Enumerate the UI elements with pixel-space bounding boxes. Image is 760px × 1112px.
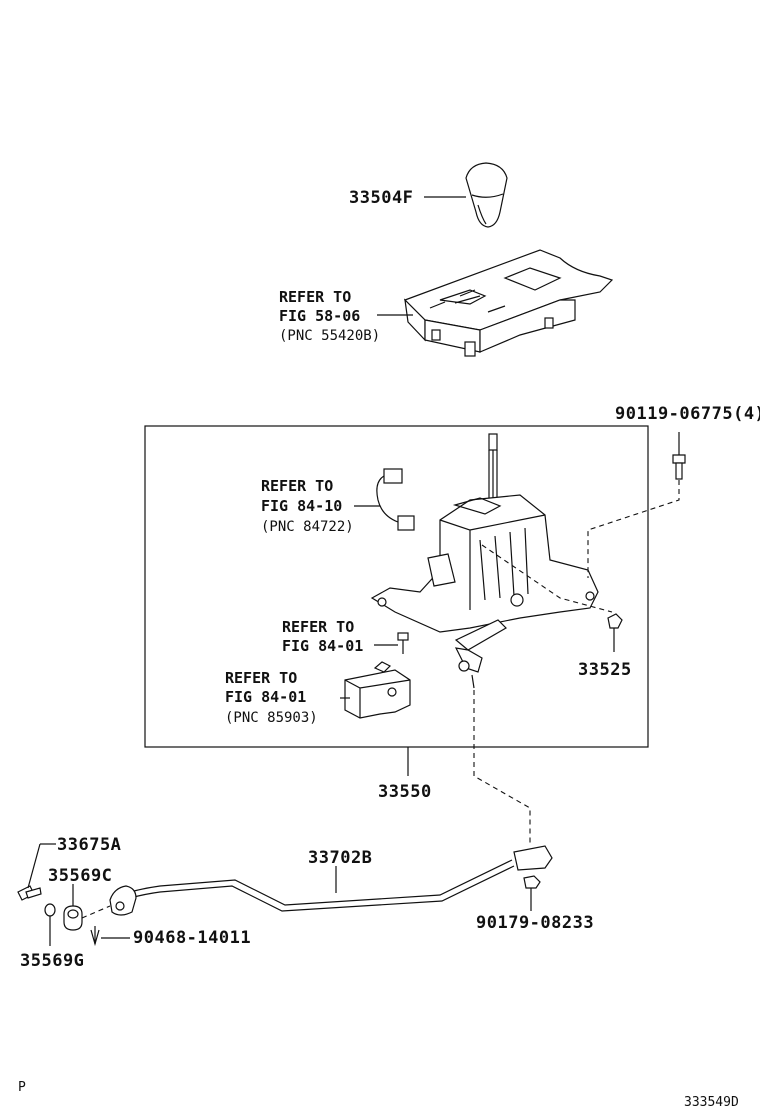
ref2-line1: REFER TO: [261, 477, 333, 495]
shift-lever-drawing: [370, 433, 599, 689]
label-33675A: 33675A: [57, 835, 121, 855]
shift-knob-drawing: [465, 162, 508, 228]
label-33550: 33550: [378, 782, 432, 802]
assembly-frame: [144, 425, 649, 748]
ref1-line1: REFER TO: [279, 288, 351, 306]
label-33525: 33525: [578, 660, 632, 680]
ref1-line2: FIG 58-06: [279, 307, 360, 325]
label-90119-06775: 90119-06775(4): [615, 404, 760, 424]
ref4-line2: FIG 84-01: [225, 688, 306, 706]
bolt-90119-drawing: [672, 454, 686, 480]
label-33702B: 33702B: [308, 848, 372, 868]
label-33504F: 33504F: [349, 188, 413, 208]
footer-left-mark: P: [18, 1080, 26, 1095]
switch-drawing: [344, 661, 411, 719]
label-90468-14011: 90468-14011: [133, 928, 251, 948]
label-35569C: 35569C: [48, 866, 112, 886]
figure-id: 333549D: [684, 1095, 739, 1110]
ref2-line3: (PNC 84722): [261, 519, 354, 535]
bushing-35569C-drawing: [63, 905, 83, 931]
ref2-line2: FIG 84-10: [261, 497, 342, 515]
harness-drawing: [376, 468, 415, 531]
console-housing-drawing: [403, 249, 614, 357]
bushing-33525-drawing: [607, 613, 623, 629]
bushing-35569G-drawing: [44, 903, 56, 917]
ref1-line3: (PNC 55420B): [279, 328, 380, 344]
ref4-line3: (PNC 85903): [225, 710, 318, 726]
clip-90468-drawing: [90, 926, 100, 947]
ref3-line1: REFER TO: [282, 618, 354, 636]
label-90179-08233: 90179-08233: [476, 913, 594, 933]
label-35569G: 35569G: [20, 951, 84, 971]
screw-drawing: [397, 632, 409, 654]
ref4-line1: REFER TO: [225, 669, 297, 687]
cable-drawing: [109, 845, 553, 916]
bolt-33675A-drawing: [17, 885, 42, 901]
ref3-line2: FIG 84-01: [282, 637, 363, 655]
